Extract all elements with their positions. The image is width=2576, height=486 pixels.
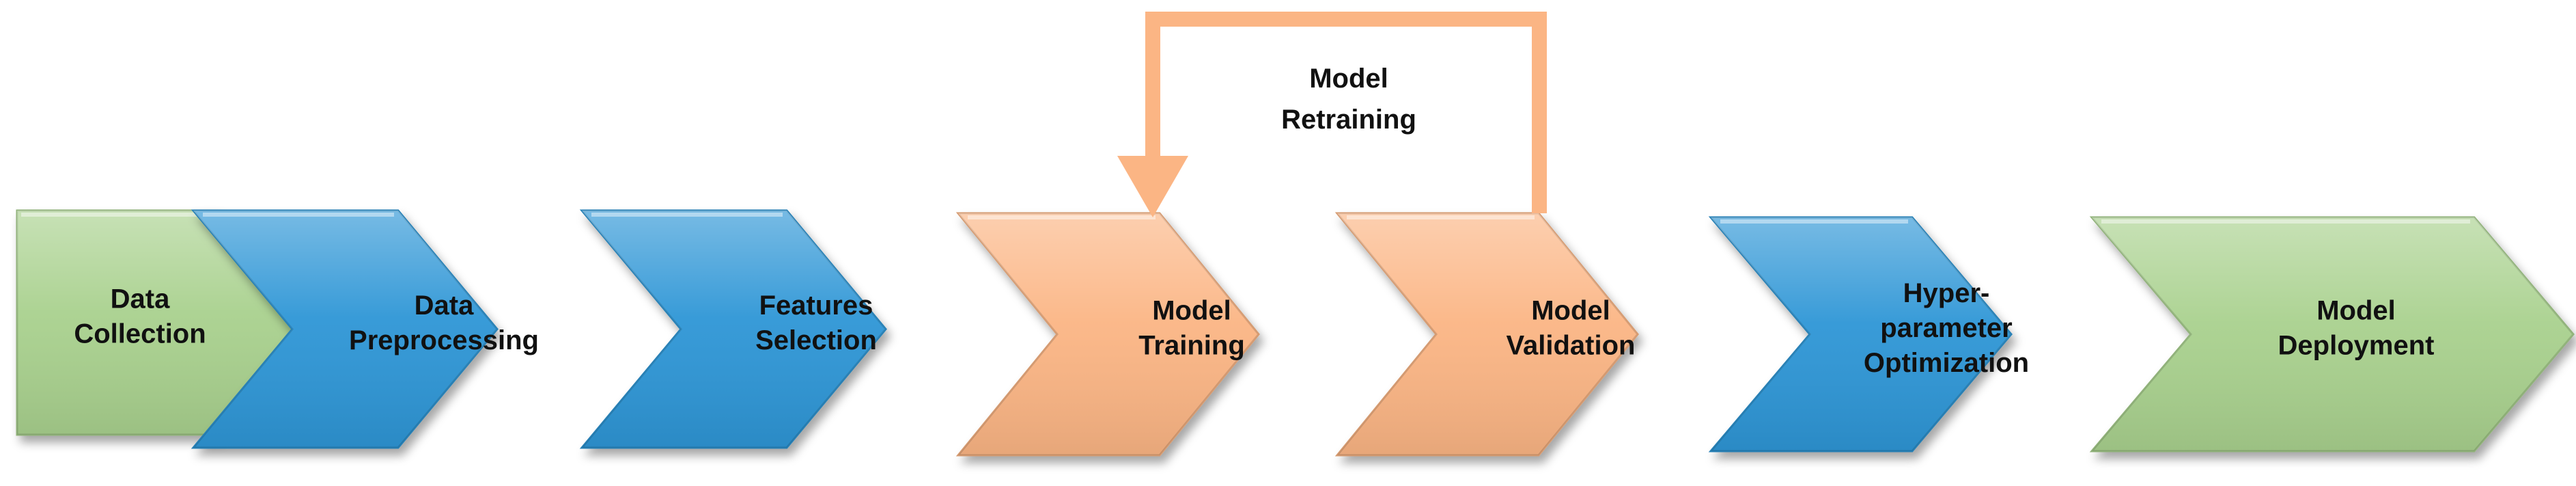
stage-chevron-gloss xyxy=(193,211,497,448)
stage-label-line: Model xyxy=(2316,296,2396,326)
stage-label-line: Data xyxy=(111,284,170,314)
stage-label-line: Training xyxy=(1138,331,1245,361)
stage-label-line: parameter xyxy=(1880,313,2012,343)
stage-label-line: Preprocessing xyxy=(349,325,539,355)
retraining-label-line: Retraining xyxy=(1281,105,1416,135)
stage-label-line: Collection xyxy=(74,319,206,349)
stage-label-line: Data xyxy=(415,291,474,321)
stage-chevron-gloss xyxy=(958,213,1259,455)
stage-chevron-gloss xyxy=(2092,217,2573,451)
stage-label-line: Hyper- xyxy=(1903,278,1990,308)
stage-label-line: Deployment xyxy=(2278,331,2435,361)
stage-label-line: Optimization xyxy=(1864,348,2029,378)
stage-chevron-gloss xyxy=(1337,213,1638,455)
stage-label-line: Selection xyxy=(755,325,877,355)
stage-label-line: Validation xyxy=(1507,331,1636,361)
retraining-label-line: Model xyxy=(1309,64,1388,94)
stage-chevron-gloss xyxy=(1711,217,2011,451)
retraining-arrowhead-icon xyxy=(1117,156,1188,217)
stage-chevron-gloss xyxy=(582,211,886,448)
retraining-loop-line xyxy=(1145,12,1547,213)
stage-label-line: Model xyxy=(1152,296,1231,326)
stage-label-line: Features xyxy=(759,291,873,321)
stage-label-line: Model xyxy=(1531,296,1610,326)
